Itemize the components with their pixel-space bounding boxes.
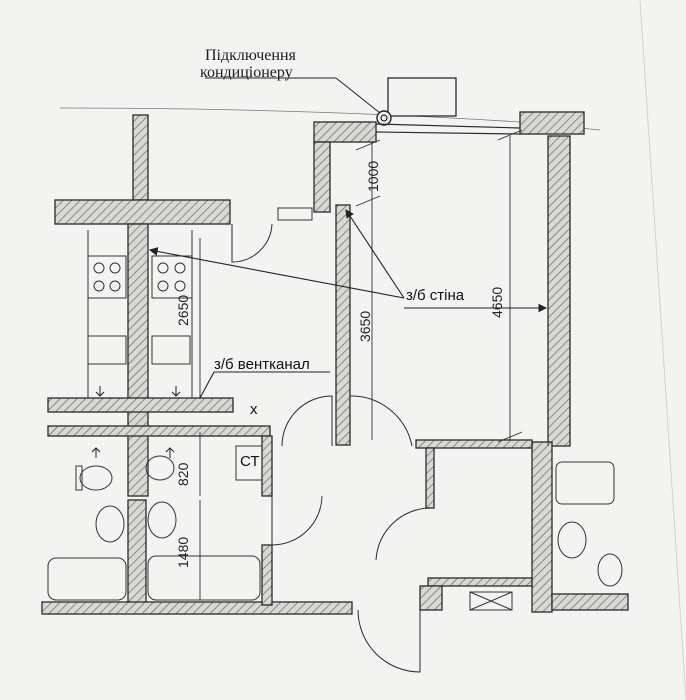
ac-label-line2: кондиціонеру [200, 64, 293, 81]
door-room [281, 395, 333, 447]
wall-bath-mid [127, 499, 147, 606]
dim-2650: 2650 [175, 295, 191, 326]
doors [231, 223, 431, 673]
sink-mid [147, 501, 177, 539]
wall-hall-top [415, 439, 533, 449]
wall-balcony-left [313, 141, 331, 213]
dim-1480: 1480 [175, 537, 191, 568]
cabinet-label: СТ [240, 453, 260, 470]
ac-outdoor-unit [387, 77, 457, 117]
sink-left [95, 505, 125, 543]
bathtub-right [555, 461, 615, 505]
ac-label-line1: Підключення [205, 47, 297, 64]
page-edge [639, 0, 686, 700]
bathroom-fixtures [47, 207, 623, 611]
bathtub-left [47, 557, 127, 601]
facade-line [59, 107, 601, 131]
leader-arrows [148, 209, 548, 399]
shaft-box [469, 591, 513, 611]
ac-leader-line [335, 77, 381, 114]
cross-mark: x [250, 401, 258, 418]
door-bath [271, 495, 323, 546]
kitchen [87, 230, 193, 398]
dim-4650: 4650 [489, 287, 505, 318]
wall-bath-right [261, 435, 273, 497]
toilet-left [79, 465, 113, 491]
dim-820: 820 [175, 462, 191, 486]
dimension-lines [199, 129, 523, 600]
wall-vent-row [47, 397, 234, 413]
arrow-wall-left [148, 247, 405, 299]
ac-connection-icon [376, 110, 392, 126]
arrow-vent [199, 371, 215, 399]
walls [41, 111, 629, 615]
cabinet-box [235, 445, 263, 481]
toilet-mid [145, 455, 175, 481]
wall-kitchen-spine [127, 223, 149, 497]
door-room-2 [349, 395, 413, 447]
door-hall [375, 507, 431, 561]
wall-bottom-right [551, 593, 629, 611]
arrow-wall-up [345, 209, 405, 299]
dim-3650: 3650 [357, 311, 373, 342]
vent-markers [91, 386, 181, 458]
door-entrance [357, 609, 421, 673]
vent-duct-label: з/б вентканал [214, 356, 310, 373]
wall-top-left [54, 199, 231, 225]
counter-right [151, 335, 191, 365]
wall-balcony-top [313, 121, 377, 143]
wall-lower-row [47, 425, 271, 437]
wall-top-right [519, 111, 585, 135]
bathtub-mid [147, 555, 261, 601]
wall-right [547, 135, 571, 447]
wall-bath-right-2 [261, 544, 273, 606]
wall-hall-corner [419, 585, 443, 611]
radiator [277, 207, 313, 221]
wall-bottom-left [41, 601, 353, 615]
wall-right-lower [531, 441, 553, 613]
dim-1000: 1000 [365, 161, 381, 192]
sink-right [557, 521, 587, 559]
ac-connection [205, 77, 549, 446]
wall-hall-bottom [427, 577, 533, 587]
wall-room-left [335, 204, 351, 446]
toilet-right [597, 553, 623, 587]
door-kitchen [231, 223, 273, 263]
window [375, 123, 521, 129]
wall-hall-left [425, 447, 435, 509]
rc-wall-label: з/б стіна [406, 287, 465, 304]
wall-shaft-top [132, 114, 149, 201]
